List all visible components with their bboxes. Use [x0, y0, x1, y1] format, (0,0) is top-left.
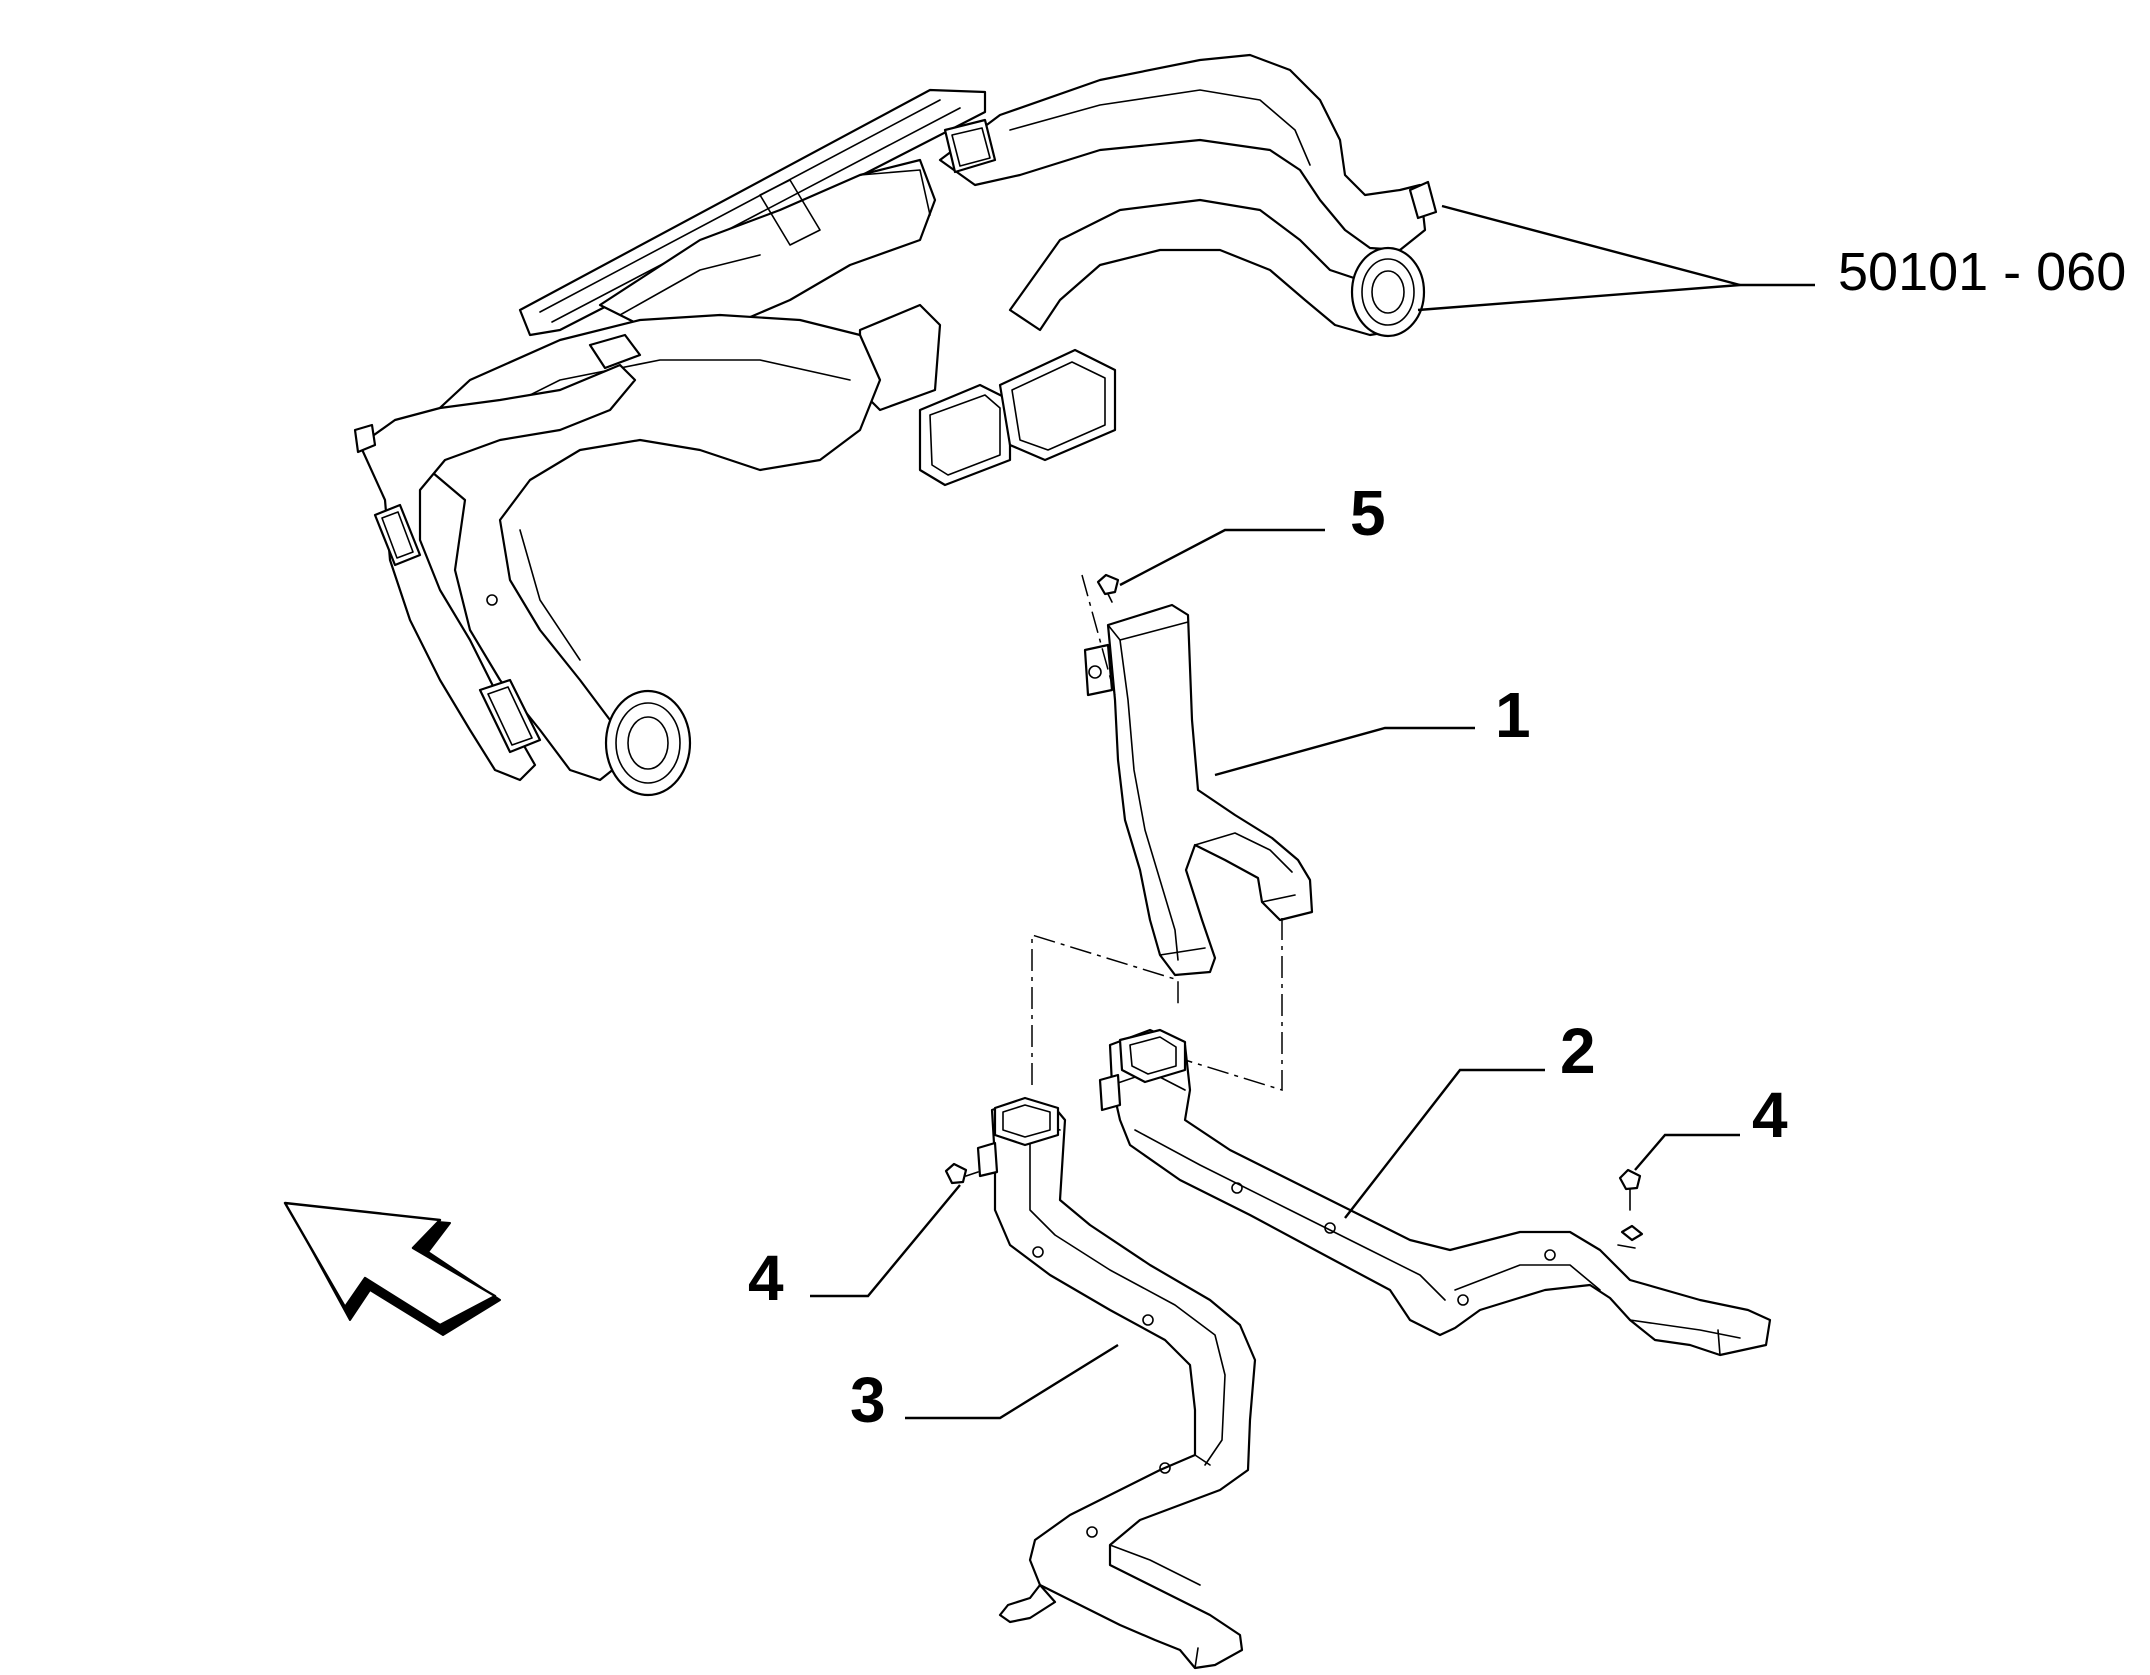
duct-part-1	[1083, 603, 1314, 977]
leader-part-1	[1214, 726, 1475, 777]
ref-leader-upper	[1441, 204, 1741, 287]
callout-part-5: 5	[1350, 477, 1386, 549]
screw-part-4-left	[944, 1162, 979, 1185]
front-direction-arrow-icon	[283, 1201, 501, 1336]
reference-label: 50101 - 060	[1838, 242, 2126, 302]
assembly-line-3-to-1	[1031, 933, 1179, 1085]
leader-part-3	[905, 1343, 1119, 1420]
callout-part-4-right: 4	[1752, 1079, 1788, 1151]
callout-part-4-left: 4	[748, 1242, 784, 1314]
callout-part-1: 1	[1495, 679, 1531, 751]
leader-part-5	[1119, 528, 1325, 587]
duct-part-3	[976, 1096, 1257, 1670]
dashboard-duct-assembly	[353, 53, 1438, 797]
screw-part-5	[1096, 573, 1120, 603]
leader-part-2	[1344, 1068, 1545, 1219]
ref-leader-lower	[1417, 283, 1741, 312]
duct-part-2	[1098, 1028, 1772, 1357]
screw-part-4-right	[1618, 1168, 1644, 1242]
callout-part-3: 3	[850, 1364, 886, 1436]
leader-part-4-right	[1634, 1133, 1740, 1171]
assembly-line-2-to-1	[1184, 918, 1283, 1092]
callout-part-2: 2	[1560, 1015, 1596, 1087]
assembly-line-5-to-1	[1081, 574, 1116, 696]
leader-part-4-left	[810, 1184, 961, 1298]
